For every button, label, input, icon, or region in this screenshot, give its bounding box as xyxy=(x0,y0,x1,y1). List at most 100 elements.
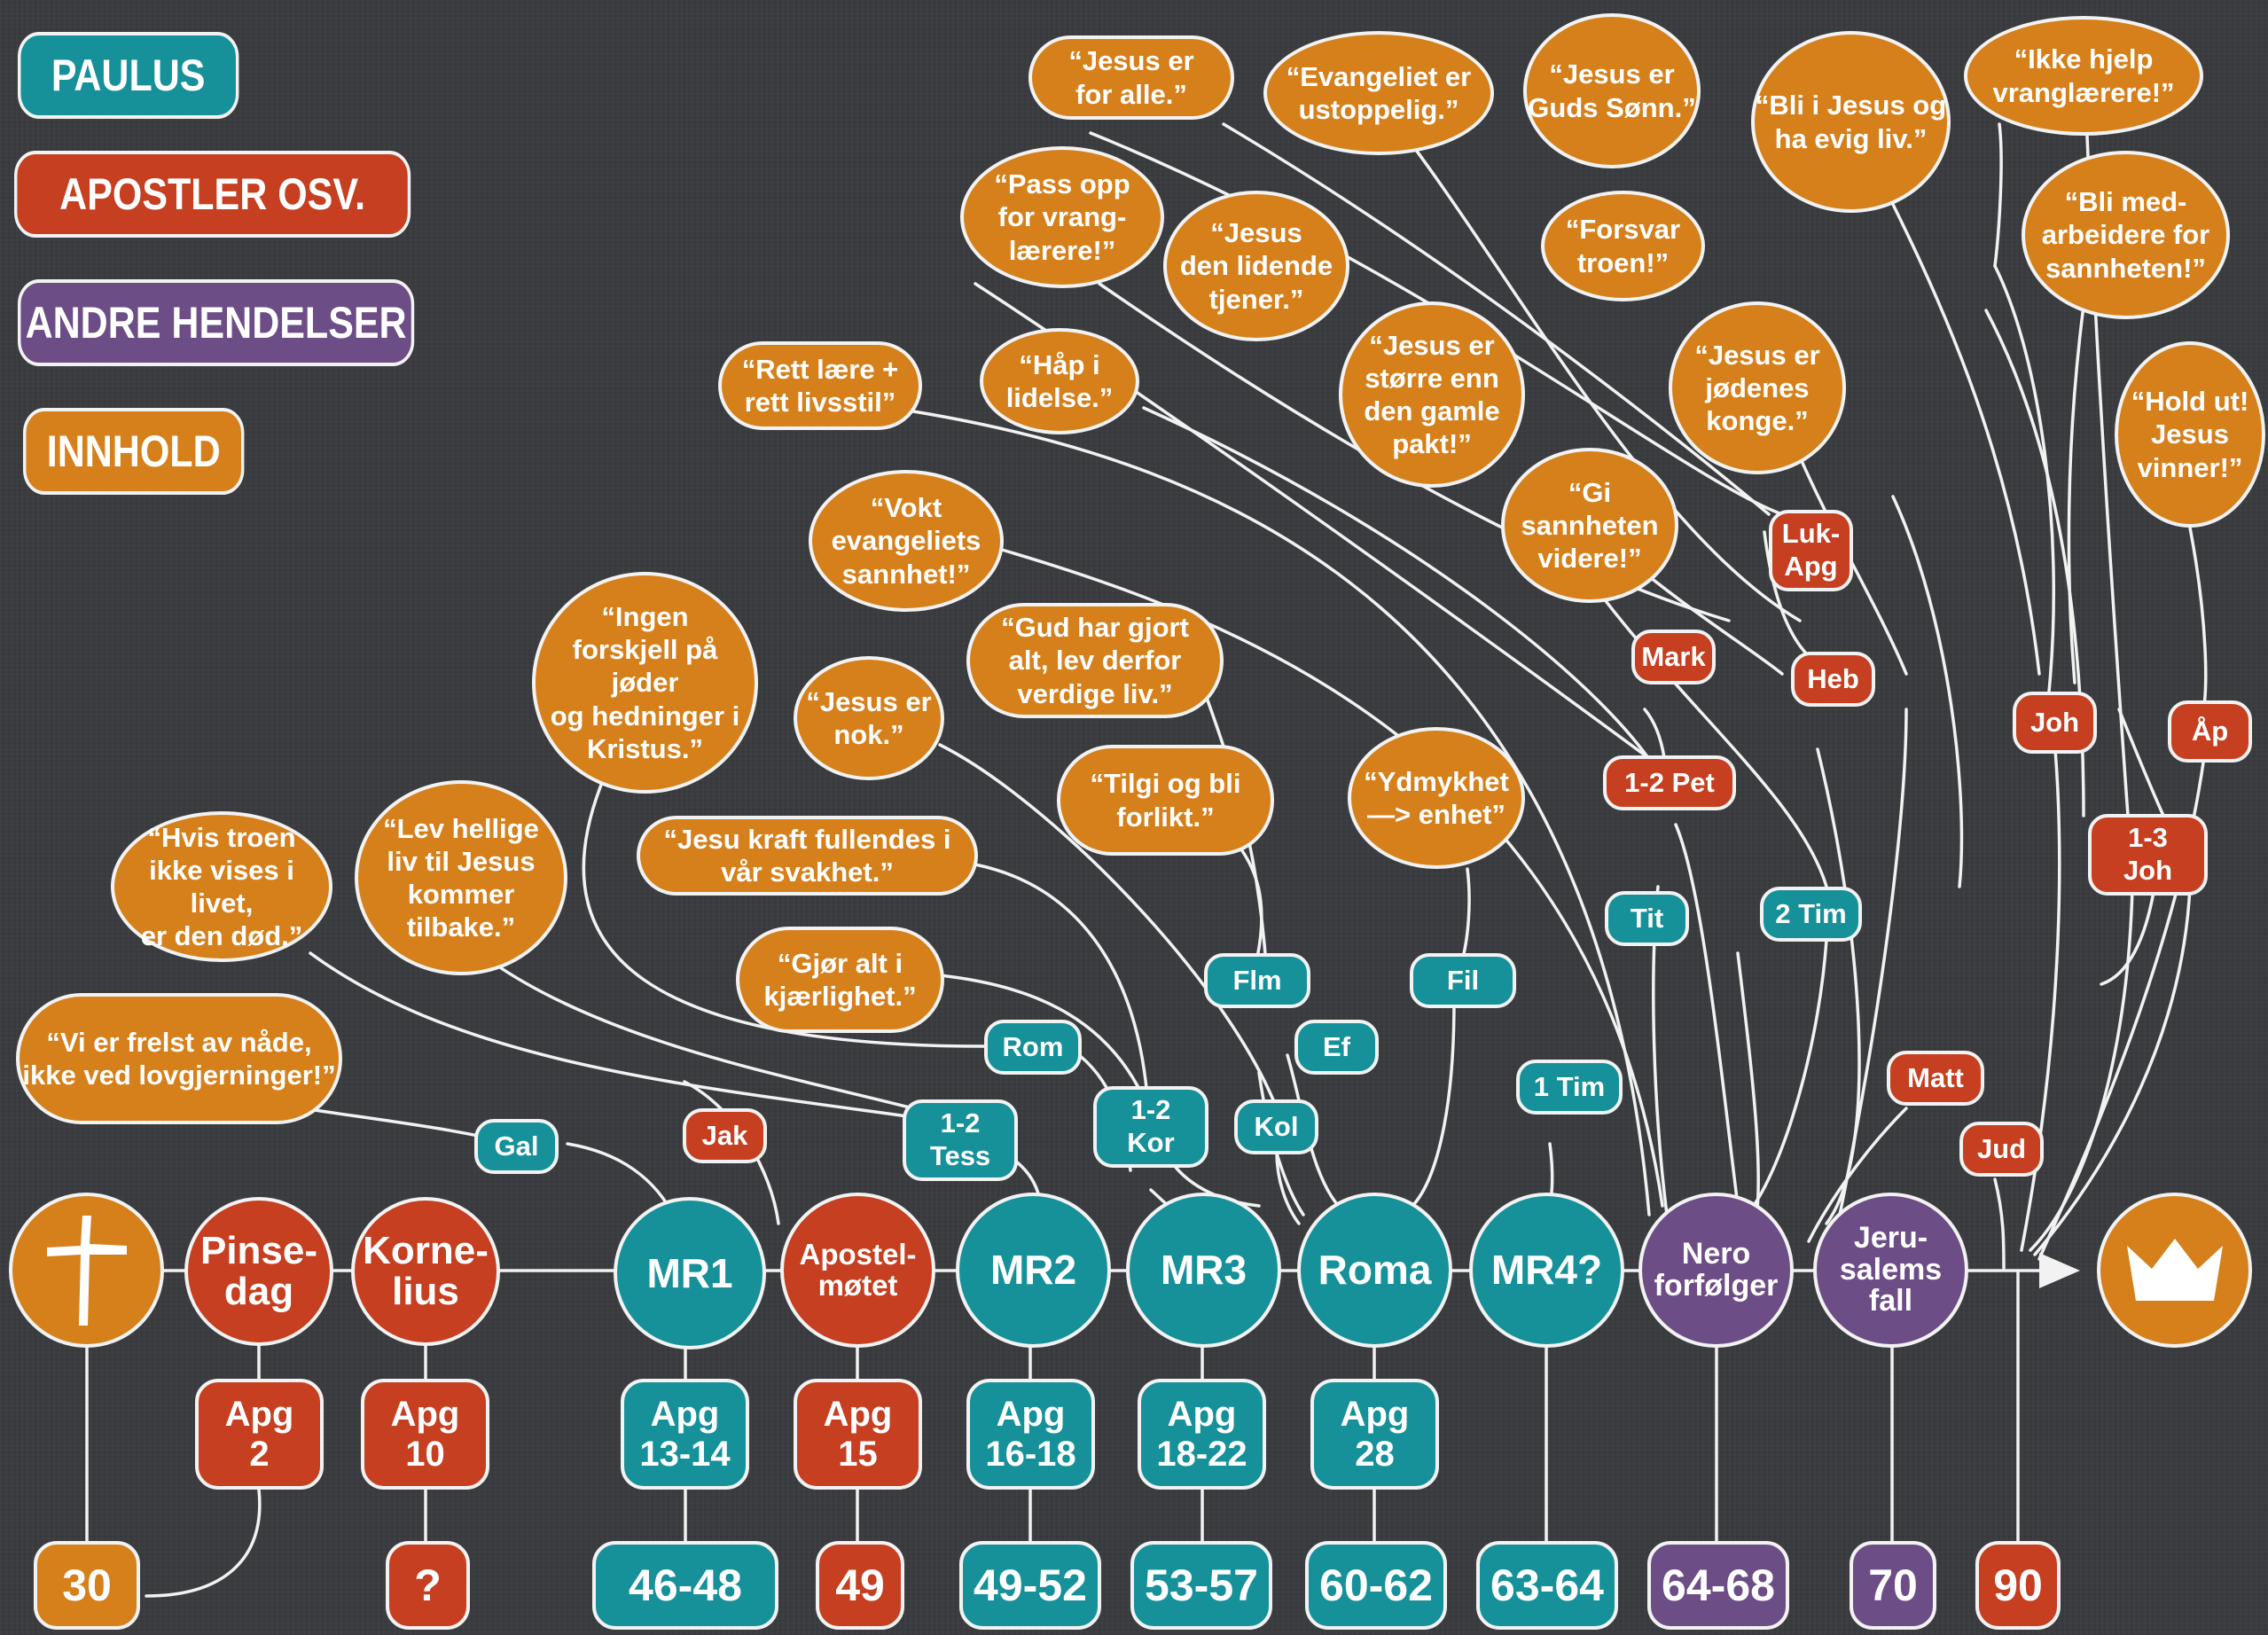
book-joh: Joh xyxy=(2013,692,2097,754)
event-jerusalem-label: Jeru- salems fall xyxy=(1839,1220,1943,1318)
legend-andre-label: ANDRE HENDELSER xyxy=(25,298,407,348)
quote-flm-text: “Tilgi og bli forlikt.” xyxy=(1090,768,1241,833)
book-jak: Jak xyxy=(683,1108,767,1163)
quote-pet2: “Pass opp for vrang- lærere!” xyxy=(960,146,1164,288)
quote-mark-text: “Jesus den lidende tjener.” xyxy=(1179,217,1333,315)
event-kornelius: Korne- lius xyxy=(351,1197,500,1346)
quote-tim2: “Gi sannheten videre!” xyxy=(1501,448,1678,603)
quote-tess: “Lev hellige liv til Jesus kommer tilbak… xyxy=(355,780,567,975)
quote-heb: “Jesus er større enn den gamle pakt!” xyxy=(1339,301,1525,488)
year-mr3-label: 53-57 xyxy=(1145,1561,1258,1610)
book-ef-label: Ef xyxy=(1323,1030,1350,1062)
year-start-label: 30 xyxy=(62,1561,112,1610)
quote-mark: “Jesus den lidende tjener.” xyxy=(1163,191,1349,341)
book-fil-label: Fil xyxy=(1446,964,1480,996)
legend-apostler-label: APOSTLER OSV. xyxy=(59,169,366,219)
quote-tit-text: “Rett lære + rett livsstil” xyxy=(741,353,899,418)
year-end: 90 xyxy=(1975,1541,2061,1630)
quote-joh1: “Jesus er Guds Sønn.” xyxy=(1523,13,1701,168)
event-mr4-label: MR4? xyxy=(1490,1247,1603,1294)
ref-mr3-label: Apg 18-22 xyxy=(1156,1394,1247,1474)
quote-joh3a-text: “Ikke hjelp vranglærere!” xyxy=(1992,43,2175,108)
ref-kornelius: Apg 10 xyxy=(361,1379,489,1490)
quote-pet2-text: “Pass opp for vrang- lærere!” xyxy=(994,168,1130,266)
ref-mr1-label: Apg 13-14 xyxy=(639,1394,731,1474)
book-rom-label: Rom xyxy=(1002,1030,1064,1062)
book-kol-label: Kol xyxy=(1254,1110,1299,1142)
book-matt: Matt xyxy=(1887,1051,1984,1106)
book-kor: 1-2 Kor xyxy=(1093,1086,1208,1168)
book-jud: Jud xyxy=(1959,1122,2044,1177)
book-gal-label: Gal xyxy=(494,1130,539,1162)
quote-kor1: “Gjør alt i kjærlighet.” xyxy=(736,927,944,1033)
book-flm-label: Flm xyxy=(1232,964,1282,996)
year-mr4: 63-64 xyxy=(1476,1541,1618,1630)
book-matt-label: Matt xyxy=(1907,1061,1964,1093)
quote-heb-text: “Jesus er større enn den gamle pakt!” xyxy=(1364,329,1500,460)
book-tim2: 2 Tim xyxy=(1760,887,1862,942)
legend-andre-hendelser: ANDRE HENDELSER xyxy=(18,279,415,366)
book-ap: Åp xyxy=(2168,700,2252,763)
event-mr1-label: MR1 xyxy=(646,1249,733,1296)
quote-kor2-text: “Jesu kraft fullendes i vår svakhet.” xyxy=(663,823,951,888)
ref-roma-label: Apg 28 xyxy=(1340,1394,1410,1474)
year-nero: 64-68 xyxy=(1647,1541,1789,1630)
book-kol: Kol xyxy=(1234,1099,1318,1154)
year-mr2-label: 49-52 xyxy=(974,1561,1087,1610)
quote-lukapg2-text: “Evangeliet er ustoppelig.” xyxy=(1286,60,1472,125)
cross-icon xyxy=(9,1193,164,1348)
ref-mr3: Apg 18-22 xyxy=(1138,1379,1266,1490)
legend-innhold-label: INNHOLD xyxy=(46,426,221,476)
event-roma-label: Roma xyxy=(1318,1247,1432,1294)
quote-pet1-text: “Håp i lidelse.” xyxy=(1005,348,1114,413)
book-joh-label: Joh xyxy=(2029,706,2080,738)
quote-tim2-text: “Gi sannheten videre!” xyxy=(1521,476,1659,575)
quote-kol-text: “Jesus er nok.” xyxy=(806,685,932,750)
year-mr4-label: 63-64 xyxy=(1490,1561,1604,1610)
quote-flm: “Tilgi og bli forlikt.” xyxy=(1057,745,1274,856)
quote-lukapg1: “Jesus er for alle.” xyxy=(1028,35,1234,120)
event-mr2: MR2 xyxy=(956,1193,1111,1348)
ref-apostelmotet-label: Apg 15 xyxy=(823,1394,893,1474)
event-mr3-label: MR3 xyxy=(1160,1247,1247,1294)
year-end-label: 90 xyxy=(1993,1561,2043,1610)
quote-joh1-text: “Jesus er Guds Sønn.” xyxy=(1528,59,1696,123)
quote-jud-text: “Forsvar troen!” xyxy=(1565,214,1681,278)
legend-apostler: APOSTLER OSV. xyxy=(14,151,411,238)
book-joh3-label: 1-3 Joh xyxy=(2123,822,2173,886)
event-mr2-label: MR2 xyxy=(989,1247,1077,1294)
event-roma: Roma xyxy=(1297,1193,1452,1348)
book-rom: Rom xyxy=(984,1020,1082,1075)
year-apostelmotet: 49 xyxy=(816,1541,904,1630)
quote-tim1: “Vokt evangeliets sannhet!” xyxy=(809,470,1004,612)
ref-mr2-label: Apg 16-18 xyxy=(985,1394,1076,1474)
quote-kol: “Jesus er nok.” xyxy=(794,656,944,780)
book-gal: Gal xyxy=(474,1119,559,1174)
quote-ef: “Gud har gjort alt, lev derfor verdige l… xyxy=(966,603,1224,718)
quote-fil-text: “Ydmykhet —> enhet” xyxy=(1364,765,1509,830)
quote-gal-text: “Vi er frelst av nåde, ikke ved lovgjern… xyxy=(22,1026,336,1091)
book-tit: Tit xyxy=(1605,891,1689,946)
book-flm: Flm xyxy=(1204,953,1310,1008)
quote-joh3b: “Bli med- arbeidere for sannheten!” xyxy=(2022,151,2230,319)
book-ap-label: Åp xyxy=(2191,715,2229,747)
book-fil: Fil xyxy=(1410,953,1516,1008)
quote-jud: “Forsvar troen!” xyxy=(1541,191,1705,301)
year-roma-label: 60-62 xyxy=(1319,1561,1433,1610)
quote-lukapg2: “Evangeliet er ustoppelig.” xyxy=(1263,31,1494,155)
quote-ap-text: “Hold ut! Jesus vinner!” xyxy=(2131,386,2249,483)
year-nero-label: 64-68 xyxy=(1662,1561,1775,1610)
book-pet-label: 1-2 Pet xyxy=(1624,766,1715,798)
quote-rom-text: “Ingen forskjell på jøder og hedninger i… xyxy=(550,601,740,764)
event-kornelius-label: Korne- lius xyxy=(363,1228,489,1313)
quote-tess-text: “Lev hellige liv til Jesus kommer tilbak… xyxy=(383,812,539,943)
year-kornelius: ? xyxy=(386,1541,470,1630)
year-mr1-label: 46-48 xyxy=(629,1561,742,1610)
crown-icon xyxy=(2097,1193,2252,1348)
quote-kor1-text: “Gjør alt i kjærlighet.” xyxy=(763,947,917,1012)
book-kor-label: 1-2 Kor xyxy=(1127,1094,1175,1158)
quote-jak-text: “Hvis troen ikke vises i livet, er den d… xyxy=(140,821,303,952)
quote-matt: “Jesus er jødenes konge.” xyxy=(1669,301,1846,474)
